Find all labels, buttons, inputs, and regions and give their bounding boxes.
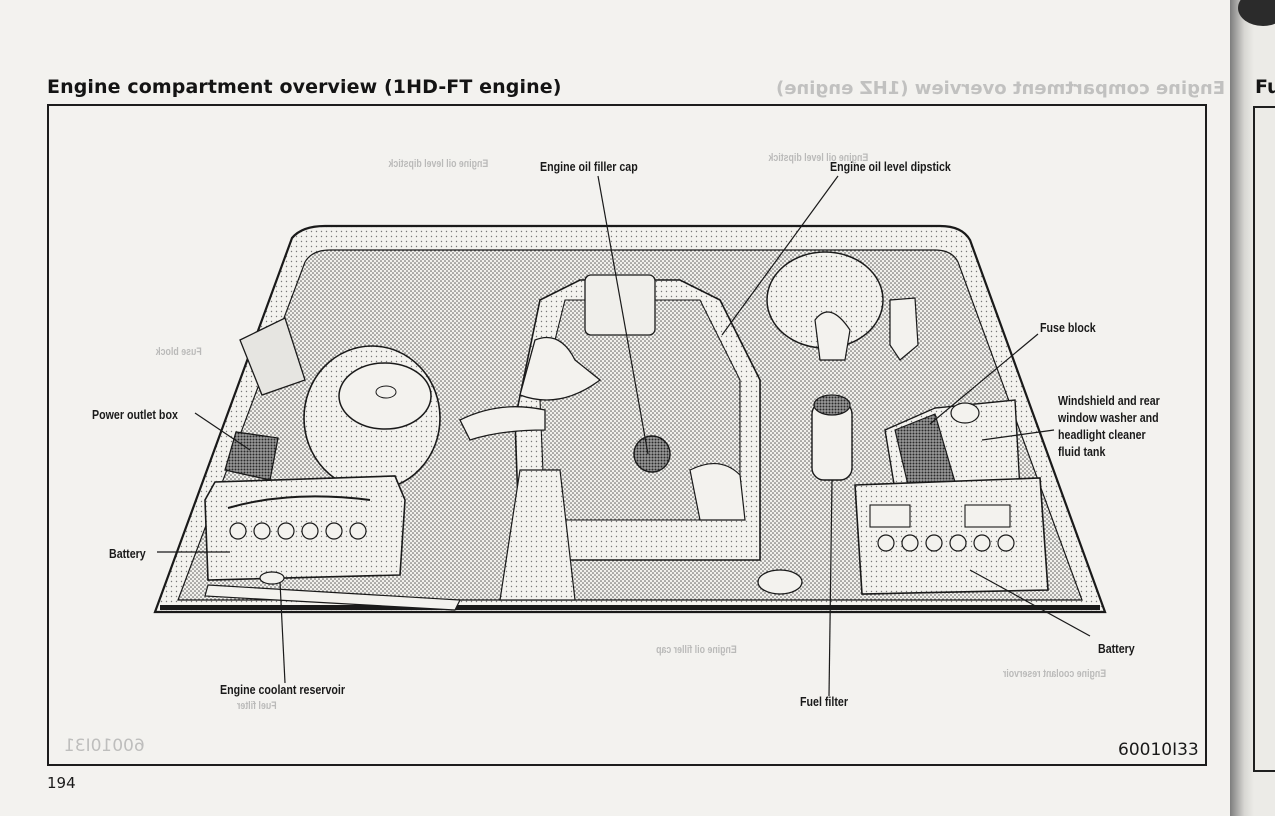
left-fuse-box-shape <box>239 317 306 396</box>
label-engine-oil-filler-cap: Engine oil filler cap <box>540 159 638 174</box>
leader-battery-right <box>969 569 1091 637</box>
page-title: Engine compartment overview (1HD-FT engi… <box>47 76 562 98</box>
label-fuse-block: Fuse block <box>1040 320 1096 335</box>
label-engine-oil-level-dipstick: Engine oil level dipstick <box>830 159 951 174</box>
leader-oil-filler-cap <box>597 175 649 455</box>
radiator-shape <box>160 569 1100 611</box>
intake-pipes-shape <box>459 336 602 441</box>
ghost-label-filler: Engine oil filler cap <box>656 644 737 656</box>
ghost-label-dipstick: Engine oil level dipstick <box>388 158 489 170</box>
leader-fuse-block <box>929 333 1039 425</box>
leader-lines <box>157 175 1091 697</box>
fuel-filter-shape <box>811 394 853 481</box>
leader-coolant-reservoir <box>279 581 286 684</box>
label-fuel-filter: Fuel filter <box>800 694 848 709</box>
leader-washer-tank <box>981 429 1055 441</box>
label-battery-right: Battery <box>1098 641 1135 656</box>
power-outlet-box-shape <box>224 431 279 481</box>
ghost-figure-code: 60010I31 <box>64 736 145 756</box>
label-battery-left: Battery <box>109 546 146 561</box>
figure-frame <box>47 104 1207 766</box>
washer-tank-shape <box>884 399 1021 491</box>
label-power-outlet-box: Power outlet box <box>92 407 178 422</box>
engine-block-shape <box>499 274 761 601</box>
ghost-label-fuel: Fuel filter <box>236 700 277 712</box>
leader-oil-dipstick <box>721 175 839 336</box>
next-page-edge <box>1230 0 1275 816</box>
leader-power-outlet-box <box>194 412 251 451</box>
next-page-title-fragment: Fu <box>1255 76 1275 98</box>
leader-fuel-filter <box>828 479 833 697</box>
label-engine-coolant-reservoir: Engine coolant reservoir <box>220 682 345 697</box>
brake-booster-shape <box>766 251 919 361</box>
left-battery-shape <box>204 475 406 581</box>
right-battery-shape <box>854 477 1049 595</box>
ghost-label-coolant: Engine coolant reservoir <box>1002 668 1107 680</box>
label-washer-fluid-tank: Windshield and rear window washer and he… <box>1058 393 1160 459</box>
page-number: 194 <box>47 774 76 792</box>
ghost-label-fuse: Fuse block <box>155 346 202 358</box>
air-cleaner-shape <box>303 345 441 491</box>
next-page-frame <box>1253 106 1275 772</box>
figure-code: 60010I33 <box>1118 740 1199 760</box>
